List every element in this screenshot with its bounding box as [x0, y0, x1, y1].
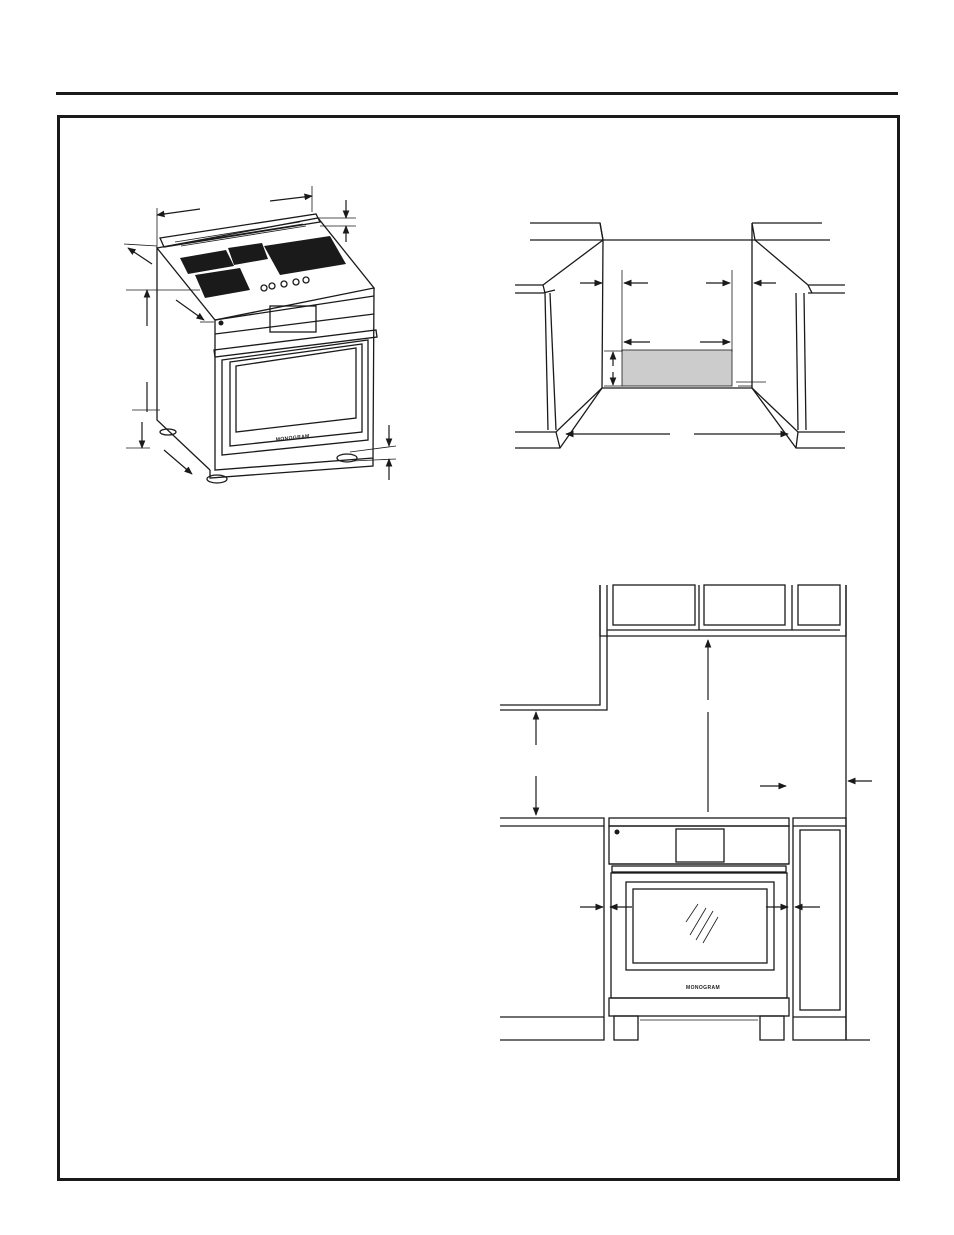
outlet-zone [621, 349, 733, 387]
foot-front-right [336, 453, 358, 463]
front-foot-left [613, 1015, 639, 1041]
cooktop-element-1 [180, 250, 234, 274]
front-foot-right [759, 1015, 785, 1041]
indicator-dot [218, 320, 224, 326]
dim-foot-leveling [349, 425, 397, 480]
upper-cabinet-doors [612, 584, 841, 630]
control-knobs [260, 276, 310, 292]
front-elevation-drawing: MONOGRAM [500, 584, 872, 1041]
cooktop-element-2 [228, 243, 268, 265]
foot-front-left [206, 474, 228, 484]
foot-rear-left [159, 428, 177, 436]
range-isometric-drawing: MONOGRAM [123, 186, 397, 484]
content-frame [57, 115, 900, 1181]
door-wordmark: MONOGRAM [276, 433, 310, 443]
dim-overall-width [156, 186, 313, 248]
dim-upper-cabinet-depth [760, 777, 872, 790]
dim-leg-height [132, 409, 160, 449]
dim-depth [123, 243, 214, 323]
cooktop-element-3 [264, 236, 346, 275]
cooktop-element-4 [195, 268, 250, 298]
glass-reflection [685, 903, 719, 944]
front-wordmark: MONOGRAM [686, 985, 720, 991]
header-rule [56, 92, 898, 95]
dim-vent-height [318, 200, 356, 242]
dim-height-to-cooktop [126, 289, 200, 449]
cabinet-cutout-perspective [515, 222, 845, 449]
dim-base-diagonal [163, 449, 193, 475]
range-front-view: MONOGRAM [608, 817, 790, 1041]
dim-zone-height [604, 350, 622, 387]
